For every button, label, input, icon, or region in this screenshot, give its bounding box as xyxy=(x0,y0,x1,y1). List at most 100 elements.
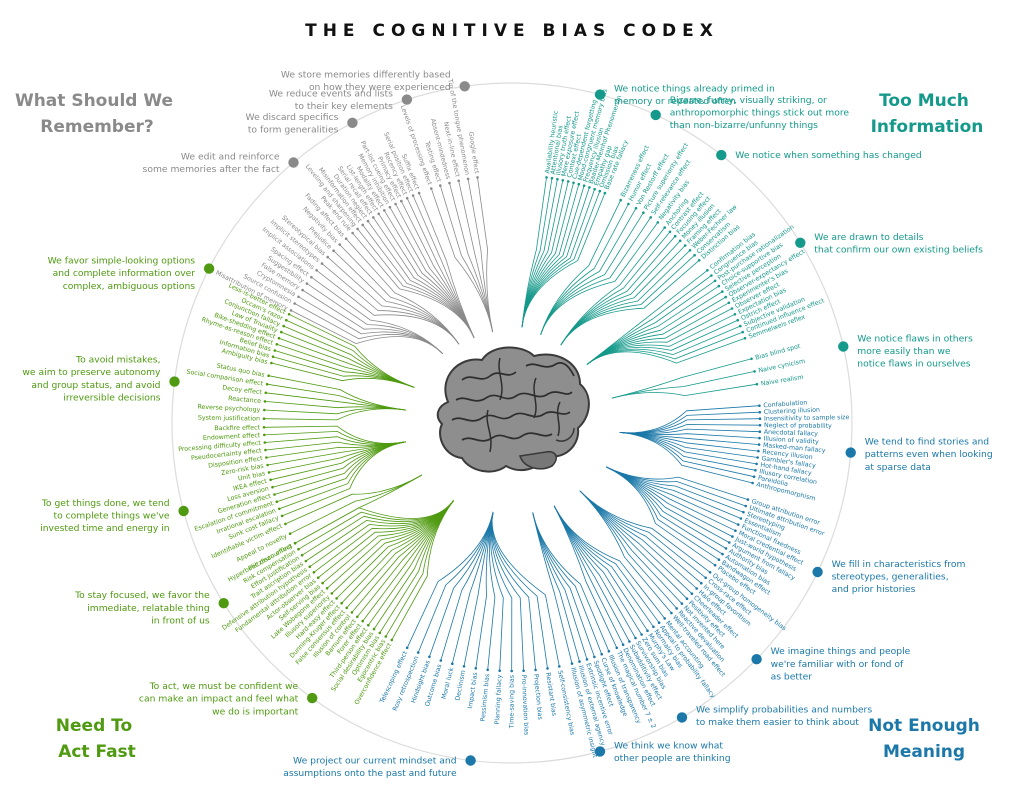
group-description-line: anthropomorphic things stick out more xyxy=(670,108,850,119)
bias-dot xyxy=(277,336,281,340)
bias-dot xyxy=(384,635,388,638)
bias-label: Decoy effect xyxy=(222,384,263,396)
group-description-line: to form generalities xyxy=(248,124,339,135)
bias-dot xyxy=(758,430,762,434)
group-description-line: We notice things already primed in xyxy=(614,84,775,95)
bias-dot xyxy=(316,576,320,579)
bias-dot xyxy=(383,209,386,212)
bias-label: Moral luck xyxy=(441,667,456,700)
bias-dot xyxy=(451,662,454,665)
bias-dot xyxy=(750,357,753,361)
bias-ray xyxy=(263,425,406,444)
bias-dot xyxy=(305,282,309,285)
bias-dot xyxy=(695,587,698,590)
bias-ray xyxy=(418,192,475,339)
bias-ray xyxy=(540,199,622,335)
bias-label: Projection bias xyxy=(532,674,543,720)
bias-dot xyxy=(390,638,394,642)
bias-label: Anecdotal fallacy xyxy=(764,429,819,438)
bias-dot xyxy=(263,400,267,403)
bias-dot xyxy=(717,558,721,561)
bias-dot xyxy=(582,184,586,187)
bias-ray xyxy=(579,490,706,579)
bias-dot xyxy=(287,313,291,316)
bias-dot xyxy=(411,194,415,197)
bias-dot xyxy=(628,640,631,643)
bias-dot xyxy=(284,522,287,526)
group-description-line: as better xyxy=(771,671,813,682)
bias-dot xyxy=(545,176,548,179)
group-description-line: stereotypes, generalities, xyxy=(832,572,949,583)
bias-ray xyxy=(532,512,588,660)
bias-dot xyxy=(593,187,596,191)
bias-ray xyxy=(521,192,606,328)
bias-dot xyxy=(731,535,734,538)
bias-dot xyxy=(598,189,602,193)
bias-label: Reactance xyxy=(228,395,262,405)
bias-ray xyxy=(606,466,739,525)
group-description-line: and prior histories xyxy=(832,584,916,595)
quadrant-information-line-1: Too Much xyxy=(879,91,969,111)
bias-dot xyxy=(486,668,490,672)
bias-ray xyxy=(439,185,494,333)
group-description-line: We are drawn to details xyxy=(814,232,923,243)
bias-label: Impact bias xyxy=(467,672,479,709)
bias-dot xyxy=(627,202,630,206)
bias-dot xyxy=(739,517,743,520)
bias-dot xyxy=(320,262,324,265)
bias-ray xyxy=(285,474,423,525)
bias-dot xyxy=(330,592,334,595)
bias-dot xyxy=(293,541,297,545)
bias-dot xyxy=(280,330,283,334)
group-marker xyxy=(307,692,318,704)
bias-dot xyxy=(366,219,370,223)
bias-dot xyxy=(361,223,365,227)
bias-dot xyxy=(267,374,270,378)
bias-ray xyxy=(322,500,454,584)
group-marker xyxy=(716,149,727,161)
bias-dot xyxy=(755,462,758,466)
group-marker xyxy=(676,712,688,723)
bias-dot xyxy=(310,275,313,279)
group-marker xyxy=(795,237,806,248)
group-description-line: We imagine things and people xyxy=(771,646,911,657)
bias-dot xyxy=(265,382,269,386)
bias-dot xyxy=(690,592,694,595)
group-description-line: assumptions onto the past and future xyxy=(283,768,457,779)
group-description-line: We edit and reinforce xyxy=(181,152,280,163)
bias-ray xyxy=(477,177,494,333)
bias-dot xyxy=(736,523,740,526)
bias-dot xyxy=(721,552,724,556)
bias-ray xyxy=(606,466,749,500)
bias-dot xyxy=(550,176,554,180)
bias-dot xyxy=(757,443,761,446)
bias-dot xyxy=(730,307,734,310)
group-marker xyxy=(594,746,606,757)
bias-ray xyxy=(283,325,415,388)
bias-dot xyxy=(751,481,754,485)
bias-ray xyxy=(532,512,573,664)
bias-dot xyxy=(271,485,274,489)
bias-ray xyxy=(294,500,454,544)
group-description-line: We notice when something has changed xyxy=(735,150,921,161)
quadrant-meaning-line-1: Not Enough xyxy=(868,716,980,736)
bias-dot xyxy=(663,226,666,229)
group-description-line: We simplify probabilities and numbers xyxy=(696,704,872,715)
quadrant-label-too-much-information: Too Much Information xyxy=(871,91,984,137)
bias-dot xyxy=(262,417,266,421)
bias-ray xyxy=(521,184,580,328)
bias-ray xyxy=(406,198,475,339)
group-description-line: We fill in characteristics from xyxy=(832,559,966,570)
bias-ray xyxy=(560,245,686,346)
group-description-line: that confirm our own existing beliefs xyxy=(814,244,983,255)
bias-dot xyxy=(263,433,266,437)
bias-dot xyxy=(756,456,759,459)
bias-dot xyxy=(577,182,581,186)
bias-dot xyxy=(278,507,281,511)
bias-dot xyxy=(739,324,742,328)
bias-ray xyxy=(491,511,524,671)
bias-label: Pessimism bias xyxy=(480,674,492,722)
group-marker xyxy=(751,654,762,665)
bias-dot xyxy=(345,606,349,610)
